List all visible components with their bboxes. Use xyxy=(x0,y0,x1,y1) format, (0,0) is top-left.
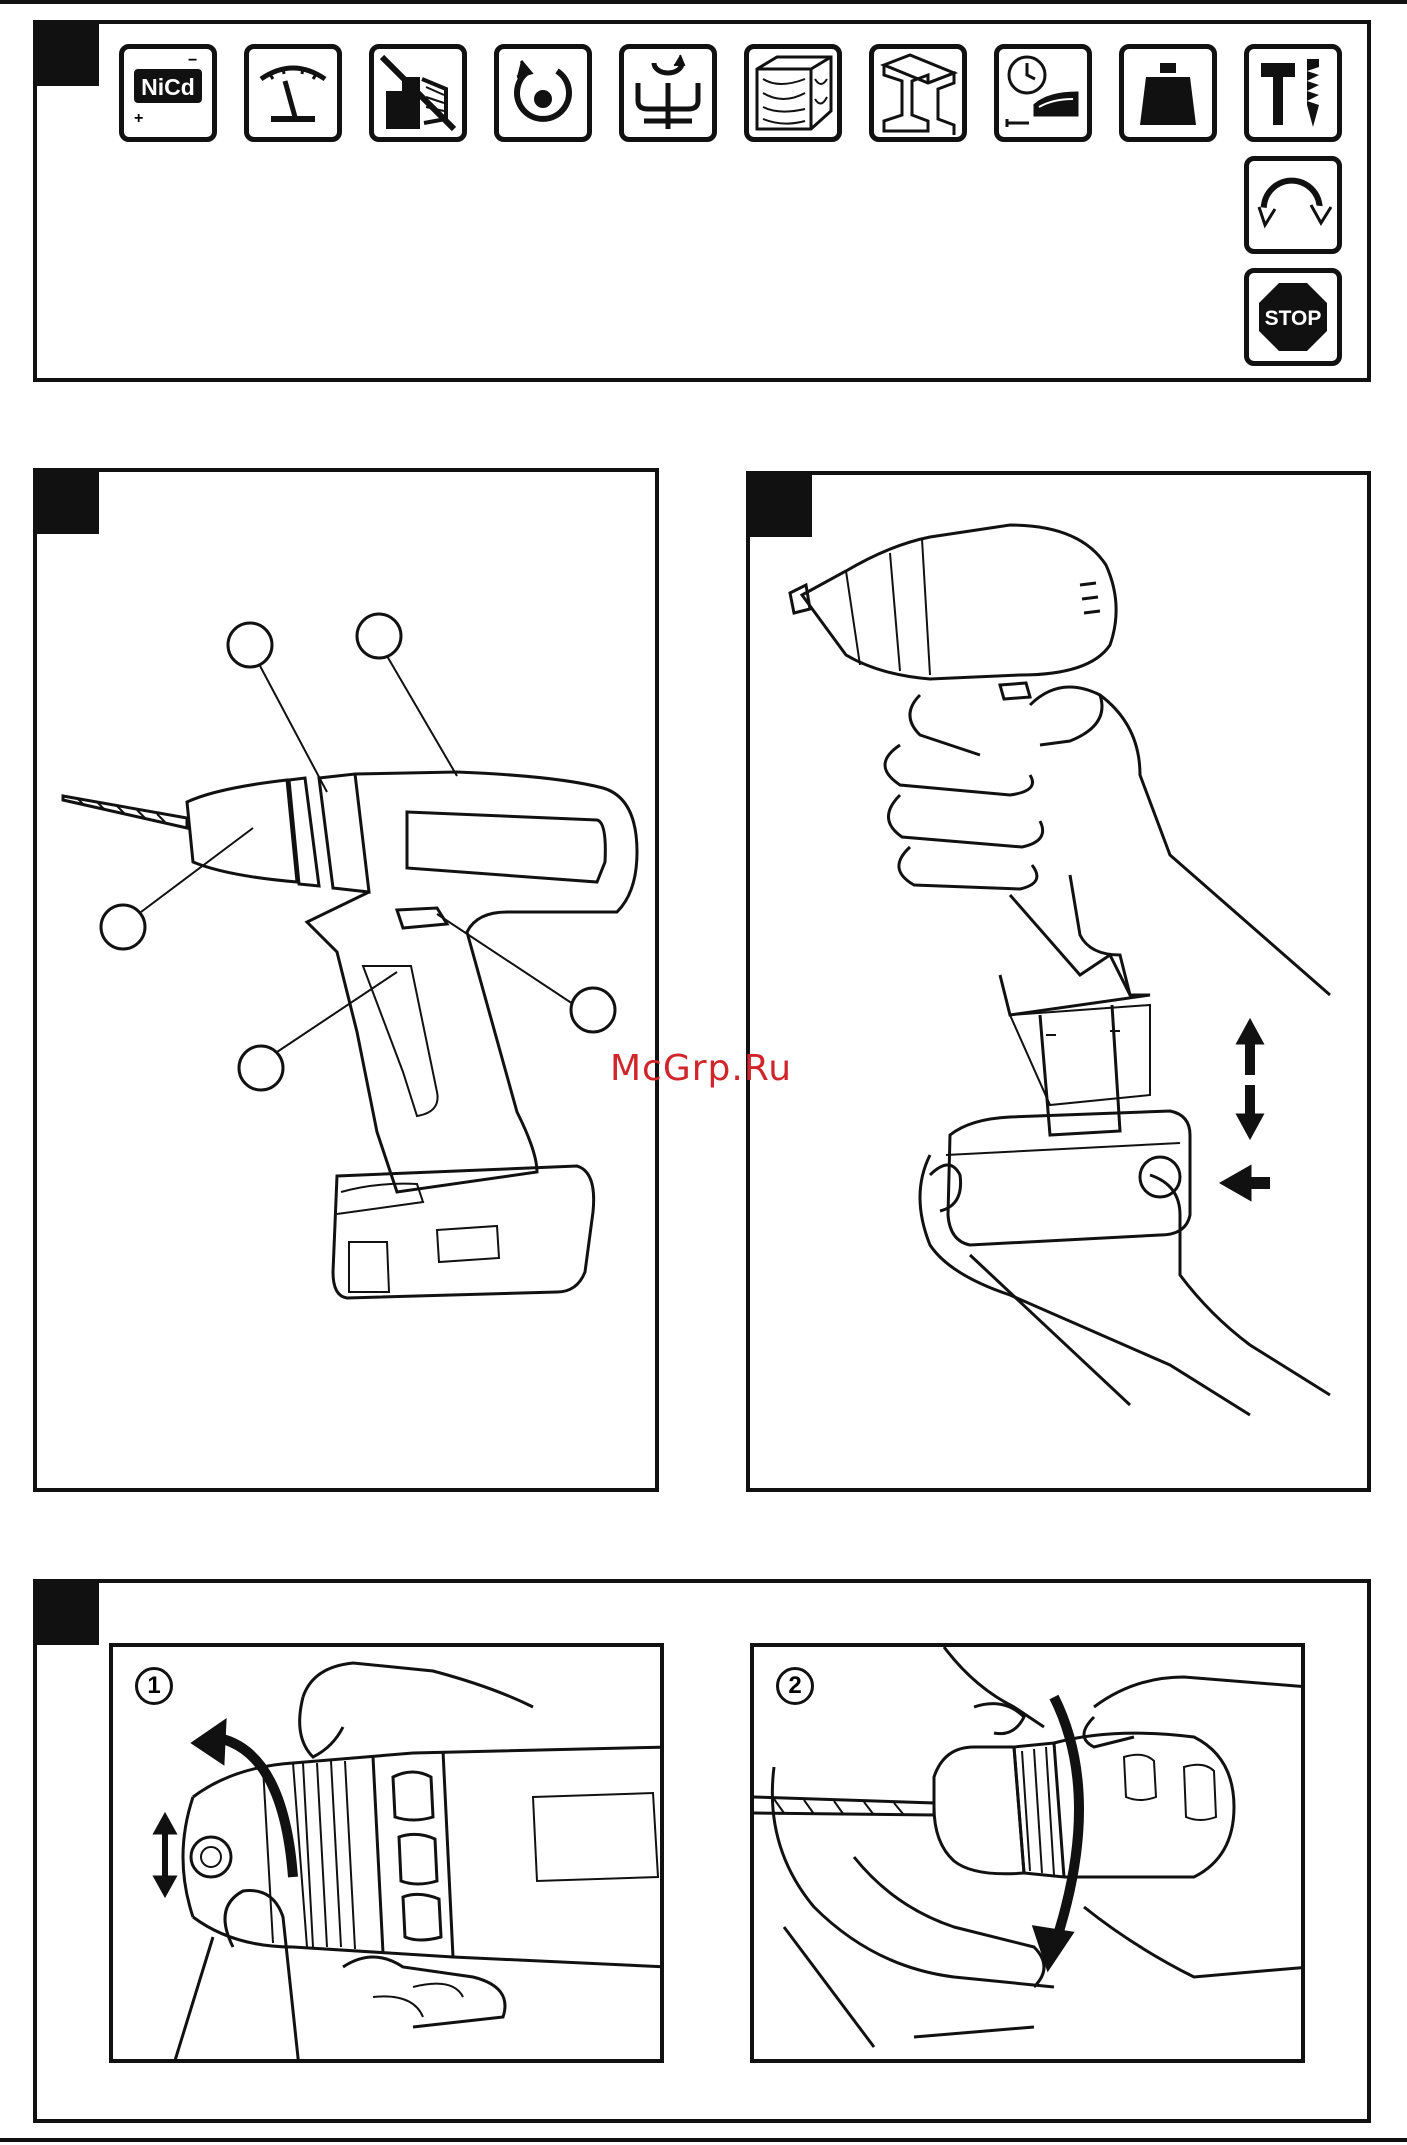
svg-text:STOP: STOP xyxy=(1265,307,1322,330)
step-2-panel: 2 xyxy=(750,1643,1305,2063)
svg-text:−: − xyxy=(188,52,197,69)
svg-text:NiCd: NiCd xyxy=(141,74,195,100)
battery-removal-panel xyxy=(746,471,1371,1492)
speed-gauge-icon xyxy=(244,44,342,142)
step-1-panel: 1 xyxy=(109,1643,664,2063)
panel-tab xyxy=(37,1583,99,1645)
chuck-icon xyxy=(619,44,717,142)
rotation-icon xyxy=(494,44,592,142)
no-household-waste-icon xyxy=(369,44,467,142)
bottom-rule xyxy=(0,2138,1407,2142)
weight-icon xyxy=(1119,44,1217,142)
chuck-operation-panel: 1 xyxy=(33,1579,1371,2123)
svg-text:+: + xyxy=(134,110,143,127)
reverse-rotation-icon xyxy=(1244,156,1342,254)
drill-overview-panel xyxy=(33,468,659,1492)
battery-removal-illustration xyxy=(750,475,1375,1496)
hammer-drill-icon xyxy=(1244,44,1342,142)
charge-time-icon xyxy=(994,44,1092,142)
drill-illustration xyxy=(37,472,663,1496)
nicd-battery-icon: NiCd − + xyxy=(119,44,217,142)
wood-icon xyxy=(744,44,842,142)
panel-tab xyxy=(37,24,99,86)
watermark: McGrp.Ru xyxy=(610,1048,792,1089)
open-chuck-illustration xyxy=(113,1647,664,2063)
steel-beam-icon xyxy=(869,44,967,142)
stop-icon: STOP xyxy=(1244,268,1342,366)
top-rule xyxy=(0,0,1407,4)
icon-legend-panel: NiCd − + xyxy=(33,20,1371,382)
insert-bit-illustration xyxy=(754,1647,1305,2063)
